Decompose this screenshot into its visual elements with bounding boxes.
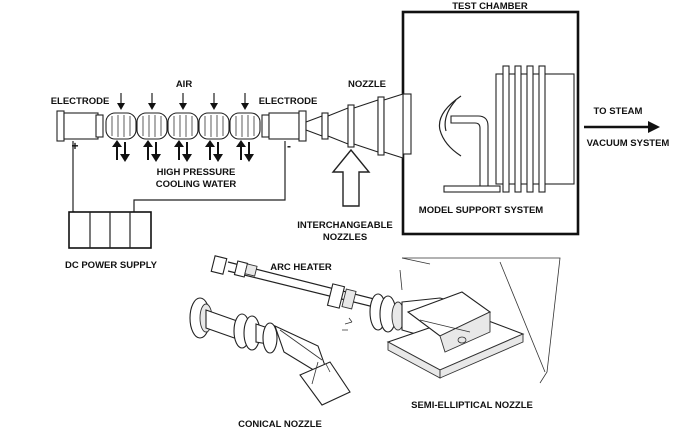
minus-terminal: - <box>287 139 291 153</box>
nozzle-label: NOZZLE <box>348 79 386 90</box>
semi-elliptical-nozzle-bed <box>386 291 525 379</box>
conical-nozzle-label: CONICAL NOZZLE <box>238 419 322 430</box>
nozzle-assembly <box>305 93 404 159</box>
dc-power-label: DC POWER SUPPLY <box>65 260 158 271</box>
cooling-water-arrows <box>112 140 254 162</box>
interchangeable-arrow <box>331 148 371 207</box>
interchangeable-label-line2: NOZZLES <box>323 232 367 243</box>
arc-heater-label: ARC HEATER <box>270 262 332 273</box>
to-steam-label: TO STEAM <box>594 106 643 117</box>
cooling-label-line2: COOLING WATER <box>156 179 237 190</box>
electrode-right-label: ELECTRODE <box>259 96 318 107</box>
dc-power-supply <box>68 211 152 249</box>
exhaust-arrow <box>584 121 660 133</box>
test-chamber-label: TEST CHAMBER <box>452 1 528 12</box>
conical-nozzle-assembly <box>189 297 351 406</box>
vacuum-system-label: VACUUM SYSTEM <box>587 138 670 149</box>
facility-isometric-view <box>189 255 561 406</box>
constrictor-segments <box>105 112 261 140</box>
semi-elliptical-nozzle-label: SEMI-ELLIPTICAL NOZZLE <box>411 400 533 411</box>
arc-heater-schematic <box>56 93 404 249</box>
electrode-left-label: ELECTRODE <box>51 96 110 107</box>
model-support-label: MODEL SUPPORT SYSTEM <box>419 205 543 216</box>
plus-terminal: + <box>71 139 78 153</box>
air-label: AIR <box>176 79 193 90</box>
arc-heater-tube <box>210 255 399 314</box>
test-chamber <box>401 10 580 236</box>
interchangeable-label-line1: INTERCHANGEABLE <box>297 220 393 231</box>
air-inlet-arrows <box>117 93 249 110</box>
cooling-label-line1: HIGH PRESSURE <box>157 167 236 178</box>
